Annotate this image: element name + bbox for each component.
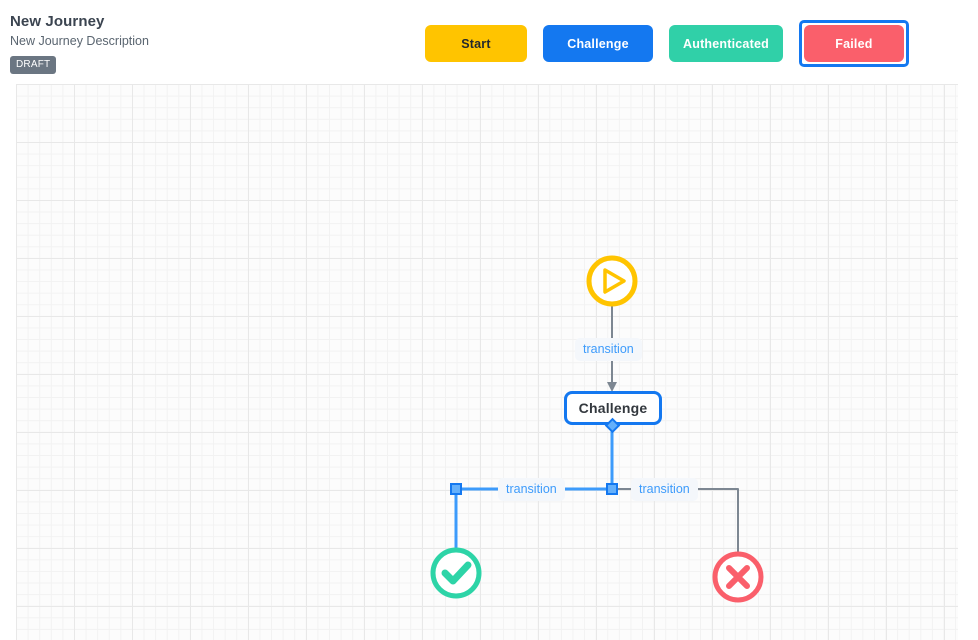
title-block: New Journey New Journey Description DRAF… (10, 13, 149, 74)
badge-row: DRAFT (10, 54, 149, 74)
toolbar-button-failed[interactable]: Failed (803, 25, 904, 62)
play-circle-icon (586, 255, 638, 307)
edge-label-start-to-challenge[interactable]: transition (575, 338, 642, 361)
challenge-button-wrap: Challenge (543, 25, 653, 62)
authenticated-button-wrap: Authenticated (669, 25, 783, 62)
start-button-wrap: Start (425, 25, 527, 62)
toolbar-button-start[interactable]: Start (425, 25, 527, 62)
edge-label-challenge-to-failed[interactable]: transition (631, 478, 698, 501)
node-start[interactable] (586, 255, 638, 307)
page-description: New Journey Description (10, 34, 149, 48)
page-header: New Journey New Journey Description DRAF… (0, 0, 978, 84)
x-mark-icon (726, 565, 750, 589)
toolbar-button-challenge[interactable]: Challenge (543, 25, 653, 62)
check-mark-icon (441, 561, 472, 585)
node-challenge[interactable]: Challenge (564, 391, 662, 425)
node-challenge-label: Challenge (578, 400, 648, 416)
flow-graph (430, 255, 764, 603)
toolbar-button-authenticated[interactable]: Authenticated (669, 25, 783, 62)
status-badge: DRAFT (10, 56, 57, 74)
state-toolbar: Start Challenge Authenticated Failed (425, 20, 909, 67)
edge-label-challenge-to-authenticated[interactable]: transition (498, 478, 565, 501)
edge-handle-source[interactable] (606, 483, 618, 495)
flow-canvas[interactable]: Challenge transition transition transiti… (16, 84, 958, 640)
failed-button-wrap: Failed (798, 20, 909, 67)
node-authenticated[interactable] (430, 547, 482, 599)
edge-handle-target[interactable] (450, 483, 462, 495)
page-title: New Journey (10, 13, 105, 30)
node-failed[interactable] (712, 551, 764, 603)
play-triangle-icon (603, 268, 626, 294)
